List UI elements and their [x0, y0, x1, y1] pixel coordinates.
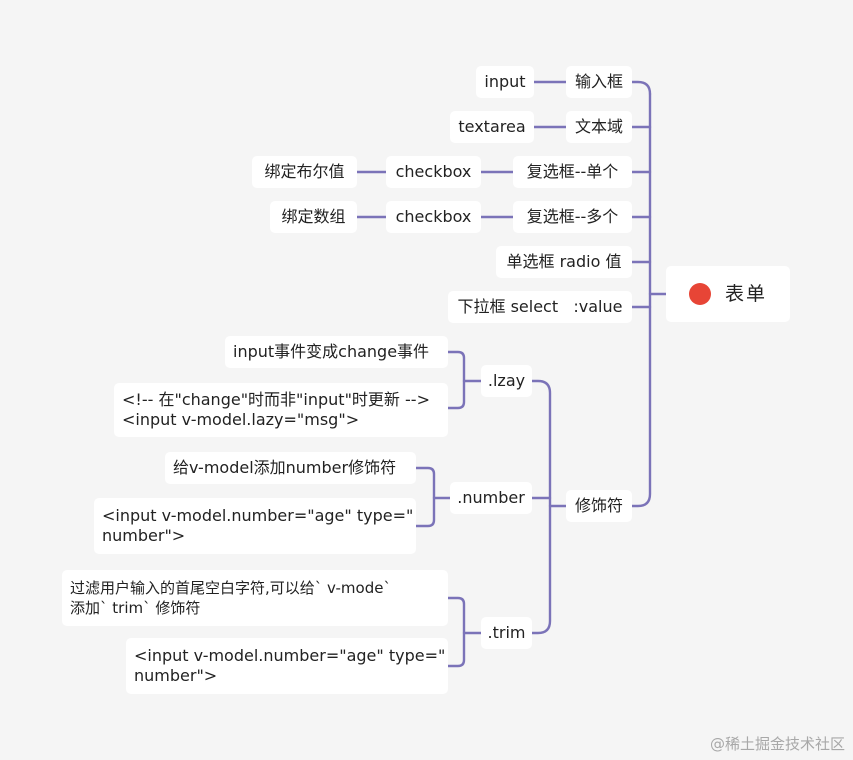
branch-input-box-label: 输入框 [574, 72, 623, 91]
leaf-bind-array-label: 绑定数组 [281, 207, 346, 226]
trim-note-desc-text: 过滤用户输入的首尾空白字符,可以给` v-mode` 添加` trim` 修饰符 [70, 578, 391, 618]
root-marker-dot [688, 283, 711, 305]
branch-radio-label: 单选框 radio 值 [506, 252, 622, 271]
leaf-bind-boolean-label: 绑定布尔值 [264, 162, 345, 181]
trim-note-desc[interactable]: 过滤用户输入的首尾空白字符,可以给` v-mode` 添加` trim` 修饰符 [62, 570, 448, 626]
modifier-trim-label: .trim [487, 623, 526, 642]
branch-input-box[interactable]: 输入框 [566, 66, 632, 98]
modifier-number[interactable]: .number [450, 482, 532, 514]
lazy-note-code-line1: <!-- 在"change"时而非"input"时更新 --> [122, 390, 430, 409]
lazy-note-code-text: <!-- 在"change"时而非"input"时更新 --> <input v… [122, 390, 430, 430]
number-note-code-line2: number"> [102, 526, 186, 545]
number-note-code[interactable]: <input v-model.number="age" type=" numbe… [94, 498, 416, 554]
branch-checkbox-single[interactable]: 复选框--单个 [513, 156, 632, 188]
branch-checkbox-multi[interactable]: 复选框--多个 [513, 201, 632, 233]
branch-textarea-label: 文本域 [574, 117, 623, 136]
modifier-number-label: .number [457, 488, 525, 507]
number-note-desc[interactable]: 给v-model添加number修饰符 [165, 452, 416, 484]
root-node[interactable]: 表单 [666, 266, 790, 322]
leaf-input[interactable]: input [476, 66, 534, 98]
trim-note-desc-line2: 添加` trim` 修饰符 [70, 599, 201, 617]
modifier-lazy[interactable]: .lzay [481, 365, 532, 397]
trim-note-code-text: <input v-model.number="age" type=" numbe… [134, 646, 445, 686]
leaf-bind-array[interactable]: 绑定数组 [270, 201, 357, 233]
leaf-textarea[interactable]: textarea [450, 111, 534, 143]
trim-note-code-line2: number"> [134, 666, 218, 685]
branch-checkbox-multi-label: 复选框--多个 [526, 207, 619, 226]
leaf-checkbox-multi[interactable]: checkbox [386, 201, 481, 233]
number-note-code-text: <input v-model.number="age" type=" numbe… [102, 506, 413, 546]
branch-textarea[interactable]: 文本域 [566, 111, 632, 143]
branch-modifiers-label: 修饰符 [574, 496, 623, 515]
branch-radio[interactable]: 单选框 radio 值 [496, 246, 632, 278]
trim-note-desc-line1: 过滤用户输入的首尾空白字符,可以给` v-mode` [70, 579, 391, 597]
leaf-textarea-label: textarea [458, 117, 526, 136]
trim-note-code[interactable]: <input v-model.number="age" type=" numbe… [126, 638, 448, 694]
branch-select[interactable]: 下拉框 select :value [448, 291, 632, 323]
branch-checkbox-single-label: 复选框--单个 [526, 162, 619, 181]
number-note-desc-text: 给v-model添加number修饰符 [173, 458, 397, 477]
branch-select-label: 下拉框 select :value [457, 297, 623, 316]
lazy-note-code[interactable]: <!-- 在"change"时而非"input"时更新 --> <input v… [114, 383, 448, 437]
watermark: @稀土掘金技术社区 [709, 735, 845, 753]
number-note-code-line1: <input v-model.number="age" type=" [102, 506, 414, 525]
leaf-input-label: input [484, 72, 526, 91]
leaf-checkbox-single-label: checkbox [395, 162, 472, 181]
branch-modifiers[interactable]: 修饰符 [566, 490, 632, 522]
leaf-checkbox-single[interactable]: checkbox [386, 156, 481, 188]
modifier-lazy-label: .lzay [487, 371, 526, 390]
root-label: 表单 [724, 283, 767, 305]
lazy-note-code-line2: <input v-model.lazy="msg"> [122, 410, 360, 429]
leaf-checkbox-multi-label: checkbox [395, 207, 472, 226]
trim-note-code-line1: <input v-model.number="age" type=" [134, 646, 446, 665]
modifier-trim[interactable]: .trim [481, 617, 532, 649]
lazy-note-event-text: input事件变成change事件 [233, 342, 430, 361]
lazy-note-event[interactable]: input事件变成change事件 [225, 336, 448, 368]
leaf-bind-boolean[interactable]: 绑定布尔值 [252, 156, 357, 188]
